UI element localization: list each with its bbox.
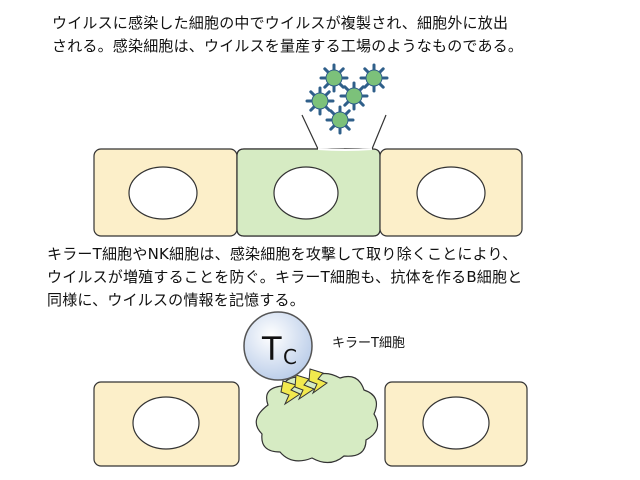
lightning-icon — [308, 368, 329, 395]
t-cell-symbol: T — [261, 330, 282, 368]
top-cell-row — [93, 114, 523, 237]
virus-icon — [339, 81, 369, 111]
lightning-icon — [294, 374, 316, 401]
nucleus — [416, 166, 486, 220]
t-cell-subscript: C — [283, 345, 297, 369]
virus-icon — [319, 63, 349, 93]
virus-cluster — [305, 63, 389, 135]
virus-icon — [325, 105, 355, 135]
virus-icon — [359, 63, 389, 93]
release-opening — [301, 114, 387, 150]
bottom-cell-row — [93, 372, 528, 467]
nucleus — [128, 166, 198, 220]
explanation-killer-t-text: キラーT細胞やNK細胞は、感染細胞を攻撃して取り除くことにより、 ウイルスが増殖… — [47, 245, 523, 309]
nucleus — [273, 166, 339, 220]
explanation-infection-text: ウイルスに感染した細胞の中でウイルスが複製され、細胞外に放出 される。感染細胞は… — [52, 14, 524, 55]
nucleus — [422, 396, 490, 450]
killer-t-cell-label: キラーT細胞 — [332, 336, 405, 351]
t-cell-icon: T C — [243, 311, 313, 381]
attack-lightning — [280, 368, 329, 406]
virus-icon — [305, 86, 335, 116]
nucleus — [132, 396, 200, 450]
